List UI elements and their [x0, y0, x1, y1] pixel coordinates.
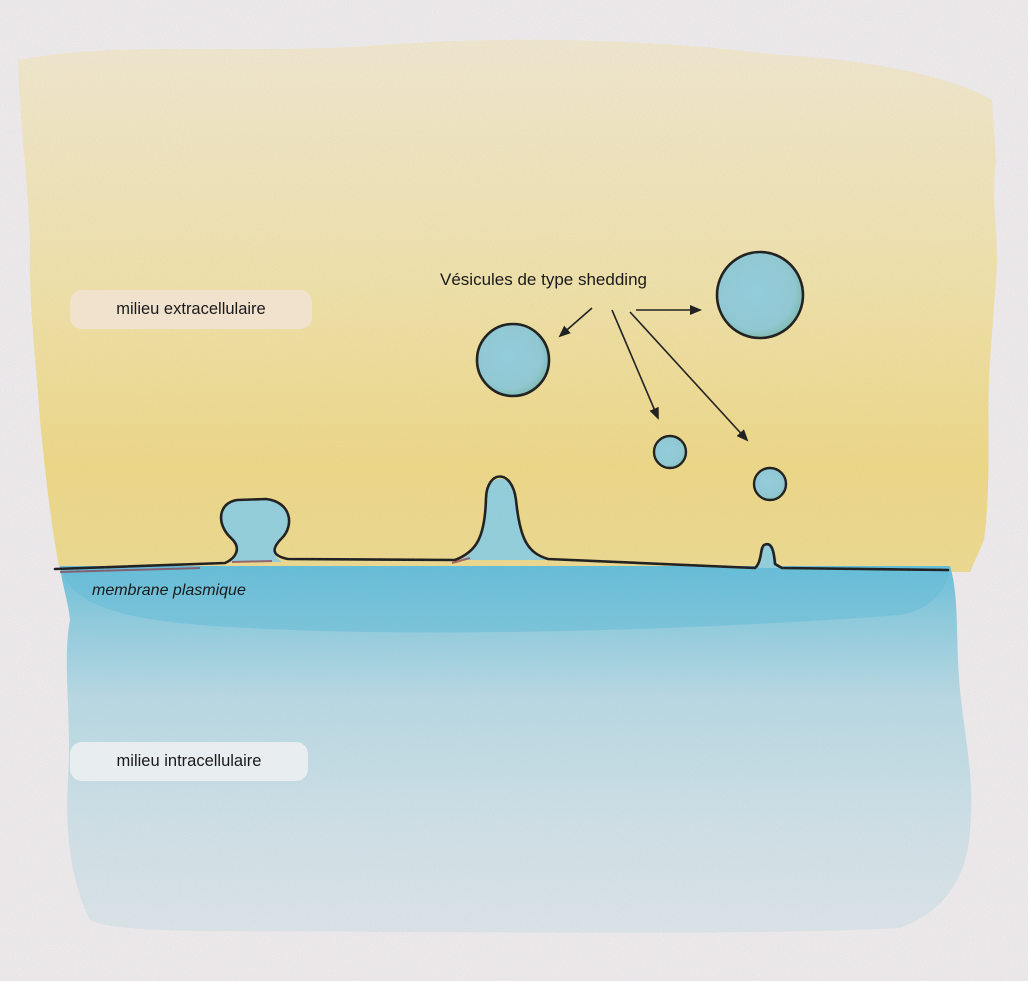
membrane-label: membrane plasmique: [92, 582, 246, 600]
intracellular-label: milieu intracellulaire: [70, 742, 308, 781]
extracellular-label: milieu extracellulaire: [70, 290, 312, 329]
vesicles-label: Vésicules de type shedding: [440, 270, 647, 290]
